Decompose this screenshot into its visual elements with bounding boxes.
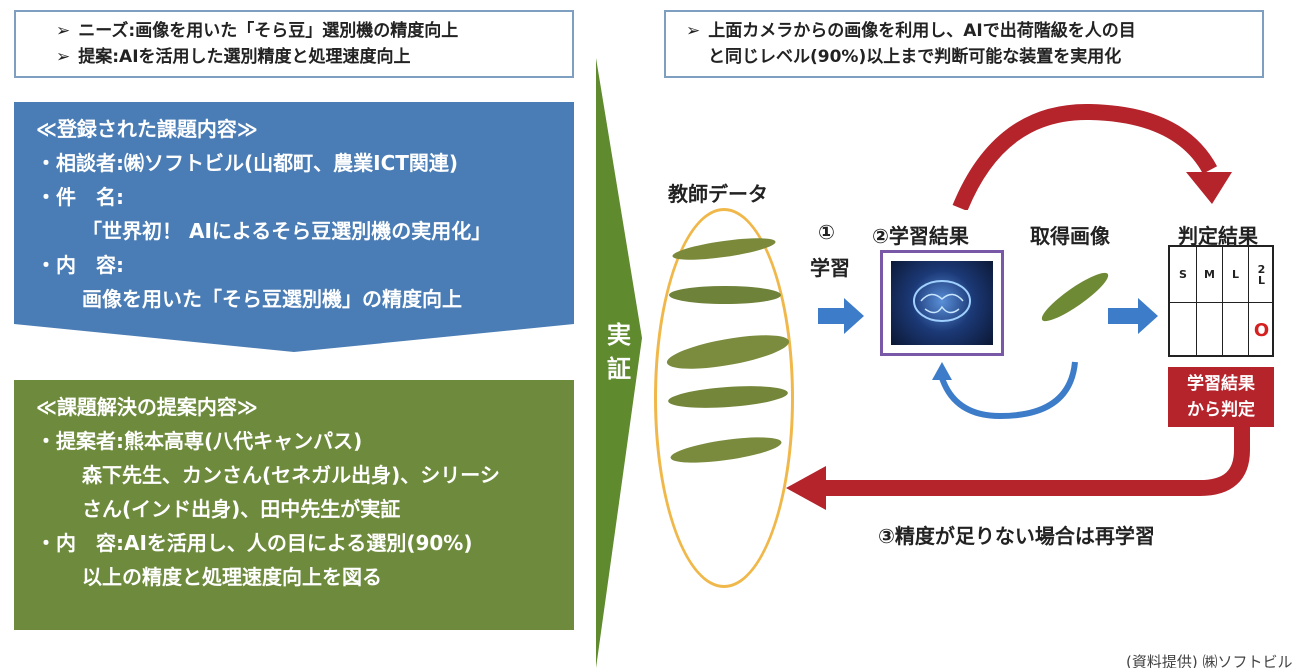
subject-label: ・件 名:: [36, 185, 124, 209]
top-curved-arrow: [952, 103, 1232, 210]
judgment-result-label: 判定結果: [1178, 224, 1258, 248]
content-label: ・内 容:: [36, 253, 124, 277]
goal-line-1: ➢上面カメラからの画像を利用し、AIで出荷階級を人の目: [686, 18, 1248, 44]
grid-header-l: L: [1223, 247, 1249, 303]
bean-image: [670, 437, 782, 463]
bean-image: [672, 238, 776, 260]
proposal-panel-shape: [14, 380, 574, 630]
bean-image: [666, 335, 790, 369]
registered-heading: ≪登録された課題内容≫: [36, 117, 258, 141]
captured-bean-image: [1041, 272, 1109, 322]
step1-label: 学習: [810, 256, 850, 280]
grid-cell-l: [1223, 303, 1249, 357]
proposer-line: ・提案者:熊本高専(八代キャンパス): [36, 429, 363, 453]
step1-number: ①: [818, 220, 835, 244]
learning-result-monitor: [880, 250, 1004, 356]
proposal-line: ➢提案:AIを活用した選別精度と処理速度向上: [56, 44, 558, 70]
source-credit: (資料提供) ㈱ソフトビル: [1126, 653, 1293, 668]
arrowhead-bullet-icon: ➢: [56, 47, 71, 67]
grid-header-m: M: [1197, 247, 1223, 303]
subject-value: 「世界初！ AIによるそら豆選別機の実用化」: [82, 219, 492, 243]
proposal-heading: ≪課題解決の提案内容≫: [36, 395, 258, 419]
right-arrow-icon: [818, 298, 864, 334]
members-line-1: 森下先生、カンさん(セネガル出身)、シリーシ: [82, 463, 500, 487]
needs-summary-box: ➢ニーズ:画像を用いた「そら豆」選別機の精度向上 ➢提案:AIを活用した選別精度…: [14, 10, 574, 78]
grid-cell-m: [1197, 303, 1223, 357]
proposal-content-line-1: ・内 容:AIを活用し、人の目による選別(90%): [36, 531, 473, 555]
verification-arrow-band: [596, 58, 642, 668]
teacher-data-oval: [654, 208, 794, 588]
proposal-content-line-2: 以上の精度と処理速度向上を図る: [82, 565, 382, 589]
grid-header-s: S: [1170, 247, 1197, 303]
teacher-data-label: 教師データ: [668, 182, 768, 206]
needs-line: ➢ニーズ:画像を用いた「そら豆」選別機の精度向上: [56, 18, 558, 44]
judgment-result-table: S M L 2 L O: [1168, 245, 1274, 357]
verification-label: 実 証: [607, 321, 631, 383]
content-value: 画像を用いた「そら豆選別機」の精度向上: [82, 287, 462, 311]
retrain-arrow: [786, 424, 1250, 510]
grid-header-2l: 2 L: [1249, 247, 1274, 303]
bean-image: [669, 286, 781, 304]
down-arrow-panel-shape: [14, 102, 574, 352]
registered-issue-panel: ≪登録された課題内容≫ ・相談者:㈱ソフトビル(山都町、農業ICT関連) ・件 …: [14, 102, 574, 352]
goal-line-2: と同じレベル(90%)以上まで判断可能な装置を実用化: [708, 47, 1122, 67]
ai-brain-screen: [891, 261, 993, 345]
step2-label: ②学習結果: [872, 224, 969, 248]
brain-icon: [913, 280, 971, 322]
grid-cell-s: [1170, 303, 1197, 357]
consultant-line: ・相談者:㈱ソフトビル(山都町、農業ICT関連): [36, 151, 459, 175]
arrowhead-bullet-icon: ➢: [56, 21, 71, 41]
grid-cell-2l-mark: O: [1253, 319, 1270, 341]
goal-summary-box: ➢上面カメラからの画像を利用し、AIで出荷階級を人の目 と同じレベル(90%)以…: [664, 10, 1264, 78]
arrowhead-bullet-icon: ➢: [686, 21, 701, 41]
retrain-label: ③精度が足りない場合は再学習: [878, 524, 1155, 548]
feedback-arrow: [932, 361, 1078, 420]
right-arrow-icon: [1108, 298, 1158, 334]
judge-from-learning-box: 学習結果 から判定: [1168, 367, 1274, 427]
members-line-2: さん(インド出身)、田中先生が実証: [82, 497, 401, 521]
bean-image: [668, 386, 788, 408]
proposal-panel: ≪課題解決の提案内容≫ ・提案者:熊本高専(八代キャンパス) 森下先生、カンさん…: [14, 380, 574, 630]
captured-image-label: 取得画像: [1030, 224, 1110, 248]
